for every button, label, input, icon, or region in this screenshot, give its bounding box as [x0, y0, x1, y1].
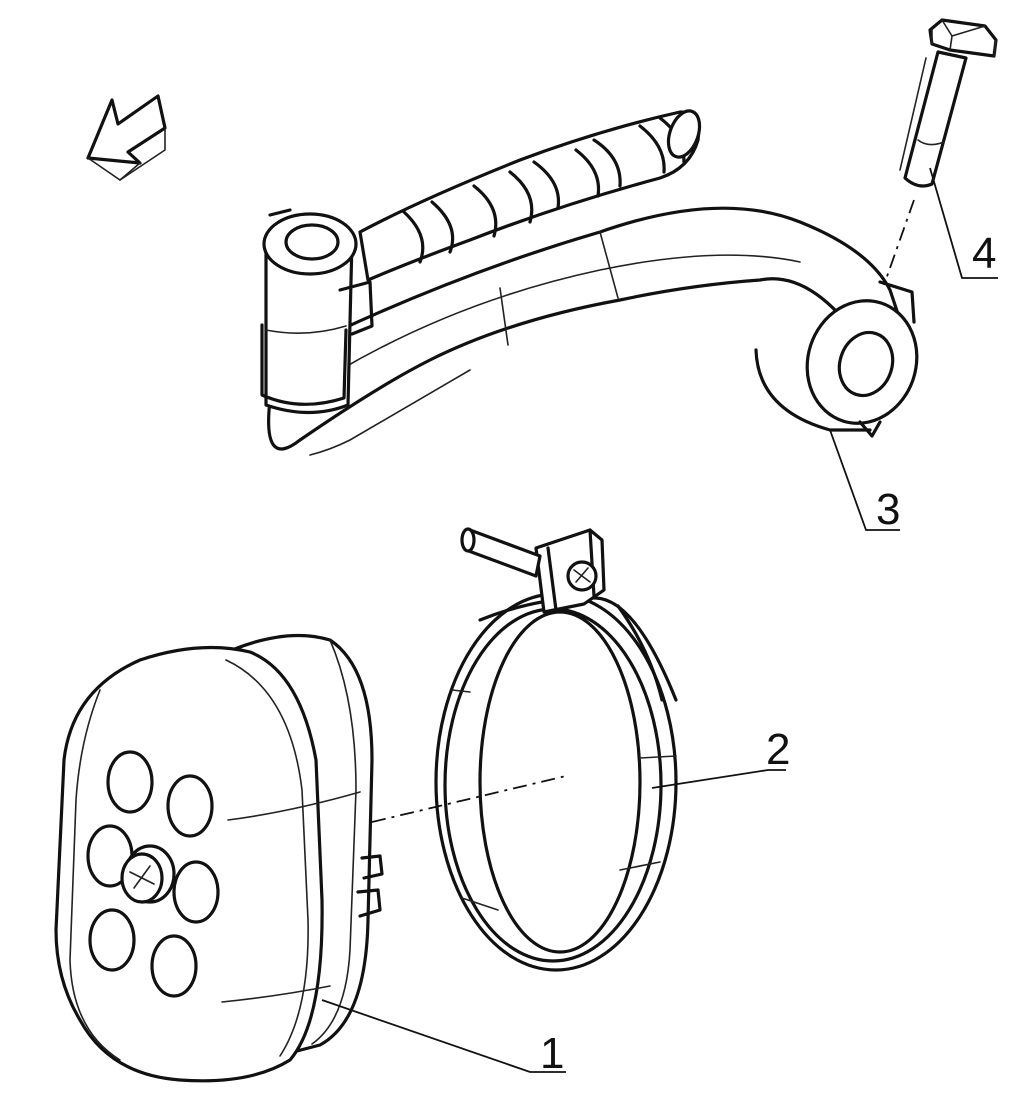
rear-reflector-icon [54, 633, 384, 1083]
centerline-bolt [883, 199, 915, 286]
bolt-icon [899, 18, 998, 188]
passenger-footrest-bracket-icon [260, 109, 919, 456]
mounting-clamp-icon [434, 527, 678, 972]
callout-4: 4 [972, 229, 996, 278]
leader-line-1 [321, 999, 566, 1073]
leader-line-4 [929, 167, 998, 279]
leader-line-3 [829, 429, 900, 531]
direction-arrow-icon [86, 94, 167, 182]
centerline-reflector [371, 775, 567, 823]
callout-2: 2 [766, 725, 790, 774]
leader-line-2 [651, 769, 786, 789]
callout-3: 3 [876, 485, 900, 534]
callout-1: 1 [540, 1029, 564, 1078]
